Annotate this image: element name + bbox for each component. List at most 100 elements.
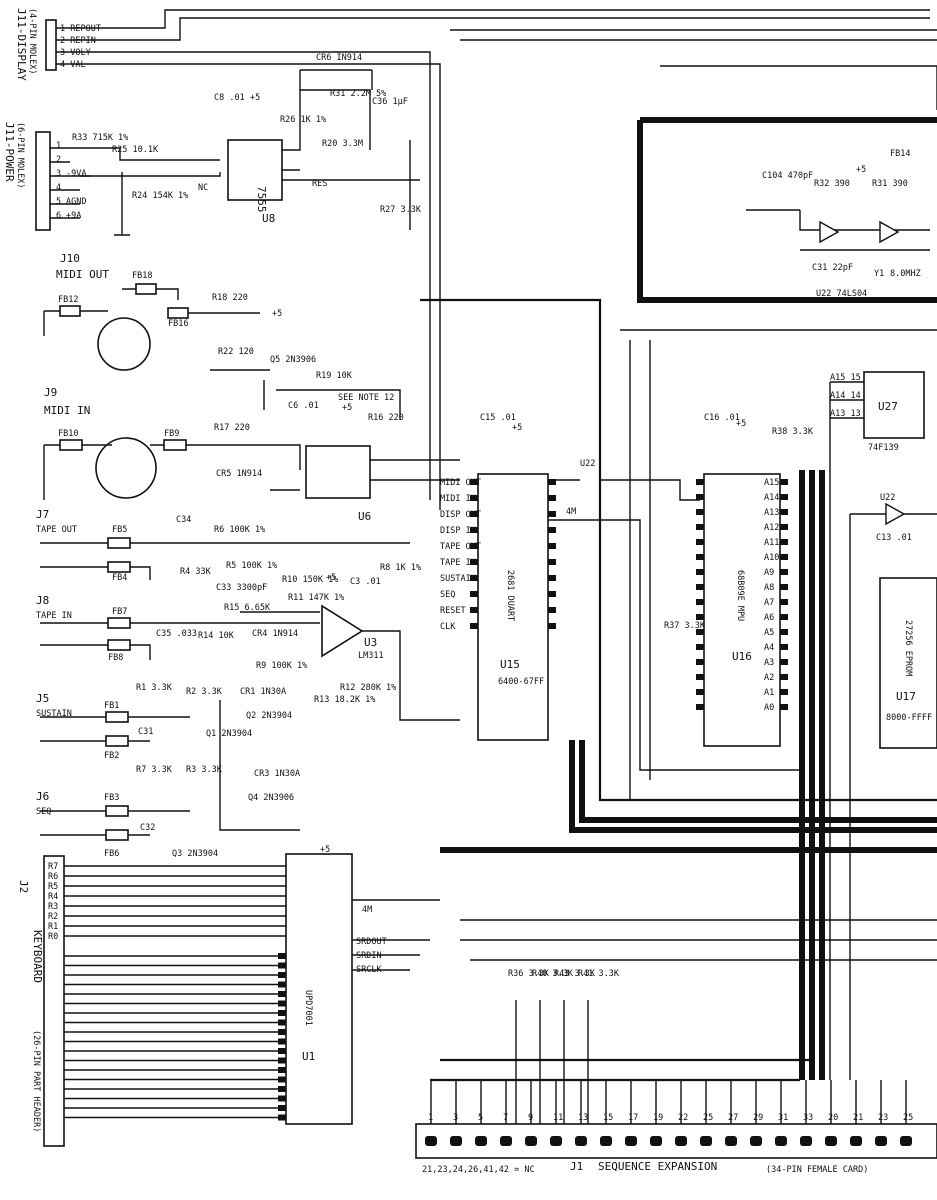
j2-row-label: R3	[48, 902, 58, 912]
r11-label: R11 147K 1%	[288, 593, 344, 603]
r6-label: R6 100K 1%	[214, 525, 265, 535]
u27-pin-a15: A15 15	[830, 373, 861, 383]
c8-label: C8 .01	[214, 93, 245, 103]
r22-label: R22 120	[218, 347, 254, 357]
r32-label: R32 390	[814, 179, 850, 189]
fb7-label: FB7	[112, 607, 127, 617]
u16-pin-label: A13	[764, 508, 779, 518]
j11-pin-2: 2 REPIN	[60, 36, 96, 46]
jp-pin-4: 4	[56, 183, 61, 193]
u16-pin	[780, 569, 788, 575]
fb10-label: FB10	[58, 429, 78, 439]
fb6-label: FB6	[104, 849, 119, 859]
u16-pin-left	[696, 644, 704, 650]
u16-pin-label: A0	[764, 703, 774, 713]
u16-pin-left	[696, 704, 704, 710]
u16-pin-label: A14	[764, 493, 779, 503]
j5-sub: SUSTAIN	[36, 709, 72, 719]
u15-pin-right	[548, 575, 556, 581]
u15-pin	[470, 527, 478, 533]
j1-pin	[600, 1136, 612, 1146]
j2-row-label: R6	[48, 872, 58, 882]
c31-label: C31	[138, 727, 153, 737]
cr4-label: CR4 1N914	[252, 629, 298, 639]
u1-pin-srdout: SRDOUT	[356, 937, 387, 947]
j1-pin-number: 19	[653, 1113, 663, 1123]
fb12-label: FB12	[58, 295, 78, 305]
r10-label: R10 150K 1%	[282, 575, 338, 585]
cr3-label: CR3 1N30A	[254, 769, 300, 779]
r15-label: R15 6.65K	[224, 603, 271, 613]
fb2-label: FB2	[104, 751, 119, 761]
u1-pin	[278, 1038, 286, 1045]
u1-pin	[278, 1086, 286, 1092]
u16-pin-label: A5	[764, 628, 774, 638]
u17-section: U17 27256 EPROM 8000-FFFF C13 .01 U22	[849, 493, 937, 1080]
j7-name: J7	[36, 508, 49, 521]
j10-name: J10	[60, 252, 80, 265]
c33-label: C33 3300pF	[216, 583, 267, 593]
u8-ref: U8	[262, 212, 275, 225]
c3-label: C3 .01	[350, 577, 381, 587]
plus5-u16: +5	[736, 419, 746, 429]
j11-name: J11-DISPLAY	[15, 8, 28, 81]
u1-pin-4m: 4M	[362, 905, 372, 915]
midi-in-section: J9 MIDI IN FB10 FB9 R17 220 CR5 1N914 C6…	[43, 386, 460, 523]
j8-name: J8	[36, 594, 49, 607]
q4-label: Q4 2N3906	[248, 793, 294, 803]
u8-chip	[227, 139, 283, 201]
j1-pin	[700, 1136, 712, 1146]
u15-sub: 6400-67FF	[498, 677, 544, 687]
u16-pin	[780, 524, 788, 530]
tape-section: J7 TAPE OUT FB5 FB4 C34 R6 100K 1% R4 33…	[36, 508, 460, 721]
j2-row-label: R4	[48, 892, 58, 902]
bus-lines	[420, 29, 937, 1082]
u17-chip	[879, 577, 937, 749]
c36-label: C36 1µF	[372, 97, 408, 107]
r27-label: R27 3.3K	[380, 205, 422, 215]
j1-pin-number: 25	[903, 1113, 913, 1123]
u16-pin-left	[696, 584, 704, 590]
j10-din-connector	[97, 317, 151, 371]
u15-pin-label: RESET	[440, 606, 466, 616]
j1-note: (34-PIN FEMALE CARD)	[766, 1165, 868, 1175]
u15-pin	[470, 495, 478, 501]
c34-label: C34	[176, 515, 191, 525]
u1-pin	[278, 1067, 286, 1073]
u16-pin-label: A2	[764, 673, 774, 683]
cr1-label: CR1 1N30A	[240, 687, 286, 697]
u16-chip	[703, 473, 781, 747]
u16-pin	[780, 509, 788, 515]
r2-label: R2 3.3K	[186, 687, 223, 697]
j1-pin-number: 25	[703, 1113, 713, 1123]
u27-part: 74F139	[868, 443, 899, 453]
u8-part: 7555	[255, 186, 268, 213]
u16-pin-left	[696, 554, 704, 560]
u16-pin	[780, 629, 788, 635]
j1-pin	[500, 1136, 512, 1146]
u16-pin-label: A12	[764, 523, 779, 533]
u1-pin	[278, 1114, 286, 1121]
u1-pin	[278, 981, 286, 988]
u16-pin	[780, 704, 788, 710]
r43-label: R43 3.3K	[554, 969, 596, 979]
u16-ref: U16	[732, 650, 752, 663]
u27-pin-a13: A13 13	[830, 409, 861, 419]
u15-pin-label: MIDI IN	[440, 494, 476, 504]
u16-pin-label: A7	[764, 598, 774, 608]
fb16-label: FB16	[168, 319, 188, 329]
u16-pin-left	[696, 659, 704, 665]
j1-pin	[525, 1136, 537, 1146]
u3-comparator	[321, 604, 364, 658]
u16-pin	[780, 584, 788, 590]
u16-pin	[780, 614, 788, 620]
r3-label: R3 3.3K	[186, 765, 223, 775]
u16-pin	[780, 674, 788, 680]
r40-label: R40 3.3K	[532, 969, 574, 979]
fb8-label: FB8	[108, 653, 123, 663]
jp-net-agnd: AGND	[66, 197, 86, 207]
plus5-u15: +5	[512, 423, 522, 433]
u15-pin-right	[548, 479, 556, 485]
j9-din-connector	[95, 437, 157, 499]
j1-pin	[650, 1136, 662, 1146]
